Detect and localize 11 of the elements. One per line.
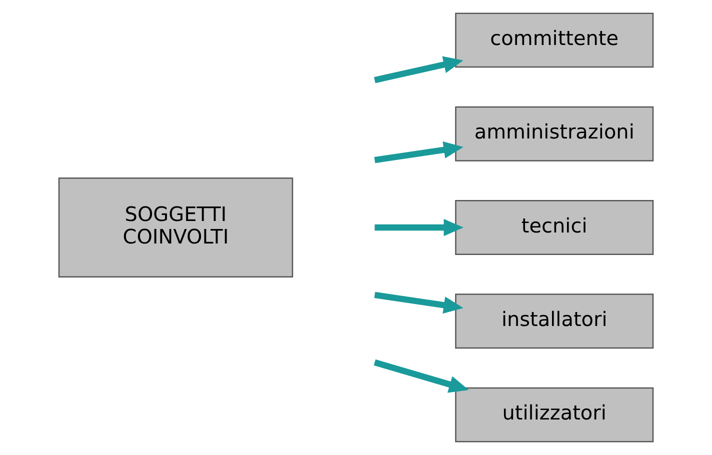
node-box: amministrazioni [455,106,654,162]
node-box: SOGGETTI COINVOLTI [58,178,294,278]
arrow [374,141,464,164]
node-box: tecnici [455,200,654,255]
node-box: installatori [455,294,654,349]
arrow [374,218,464,236]
arrow [374,292,464,314]
arrow [374,359,469,393]
arrow [374,56,464,84]
node-box: committente [455,12,654,68]
node-box: utilizzatori [455,387,654,442]
